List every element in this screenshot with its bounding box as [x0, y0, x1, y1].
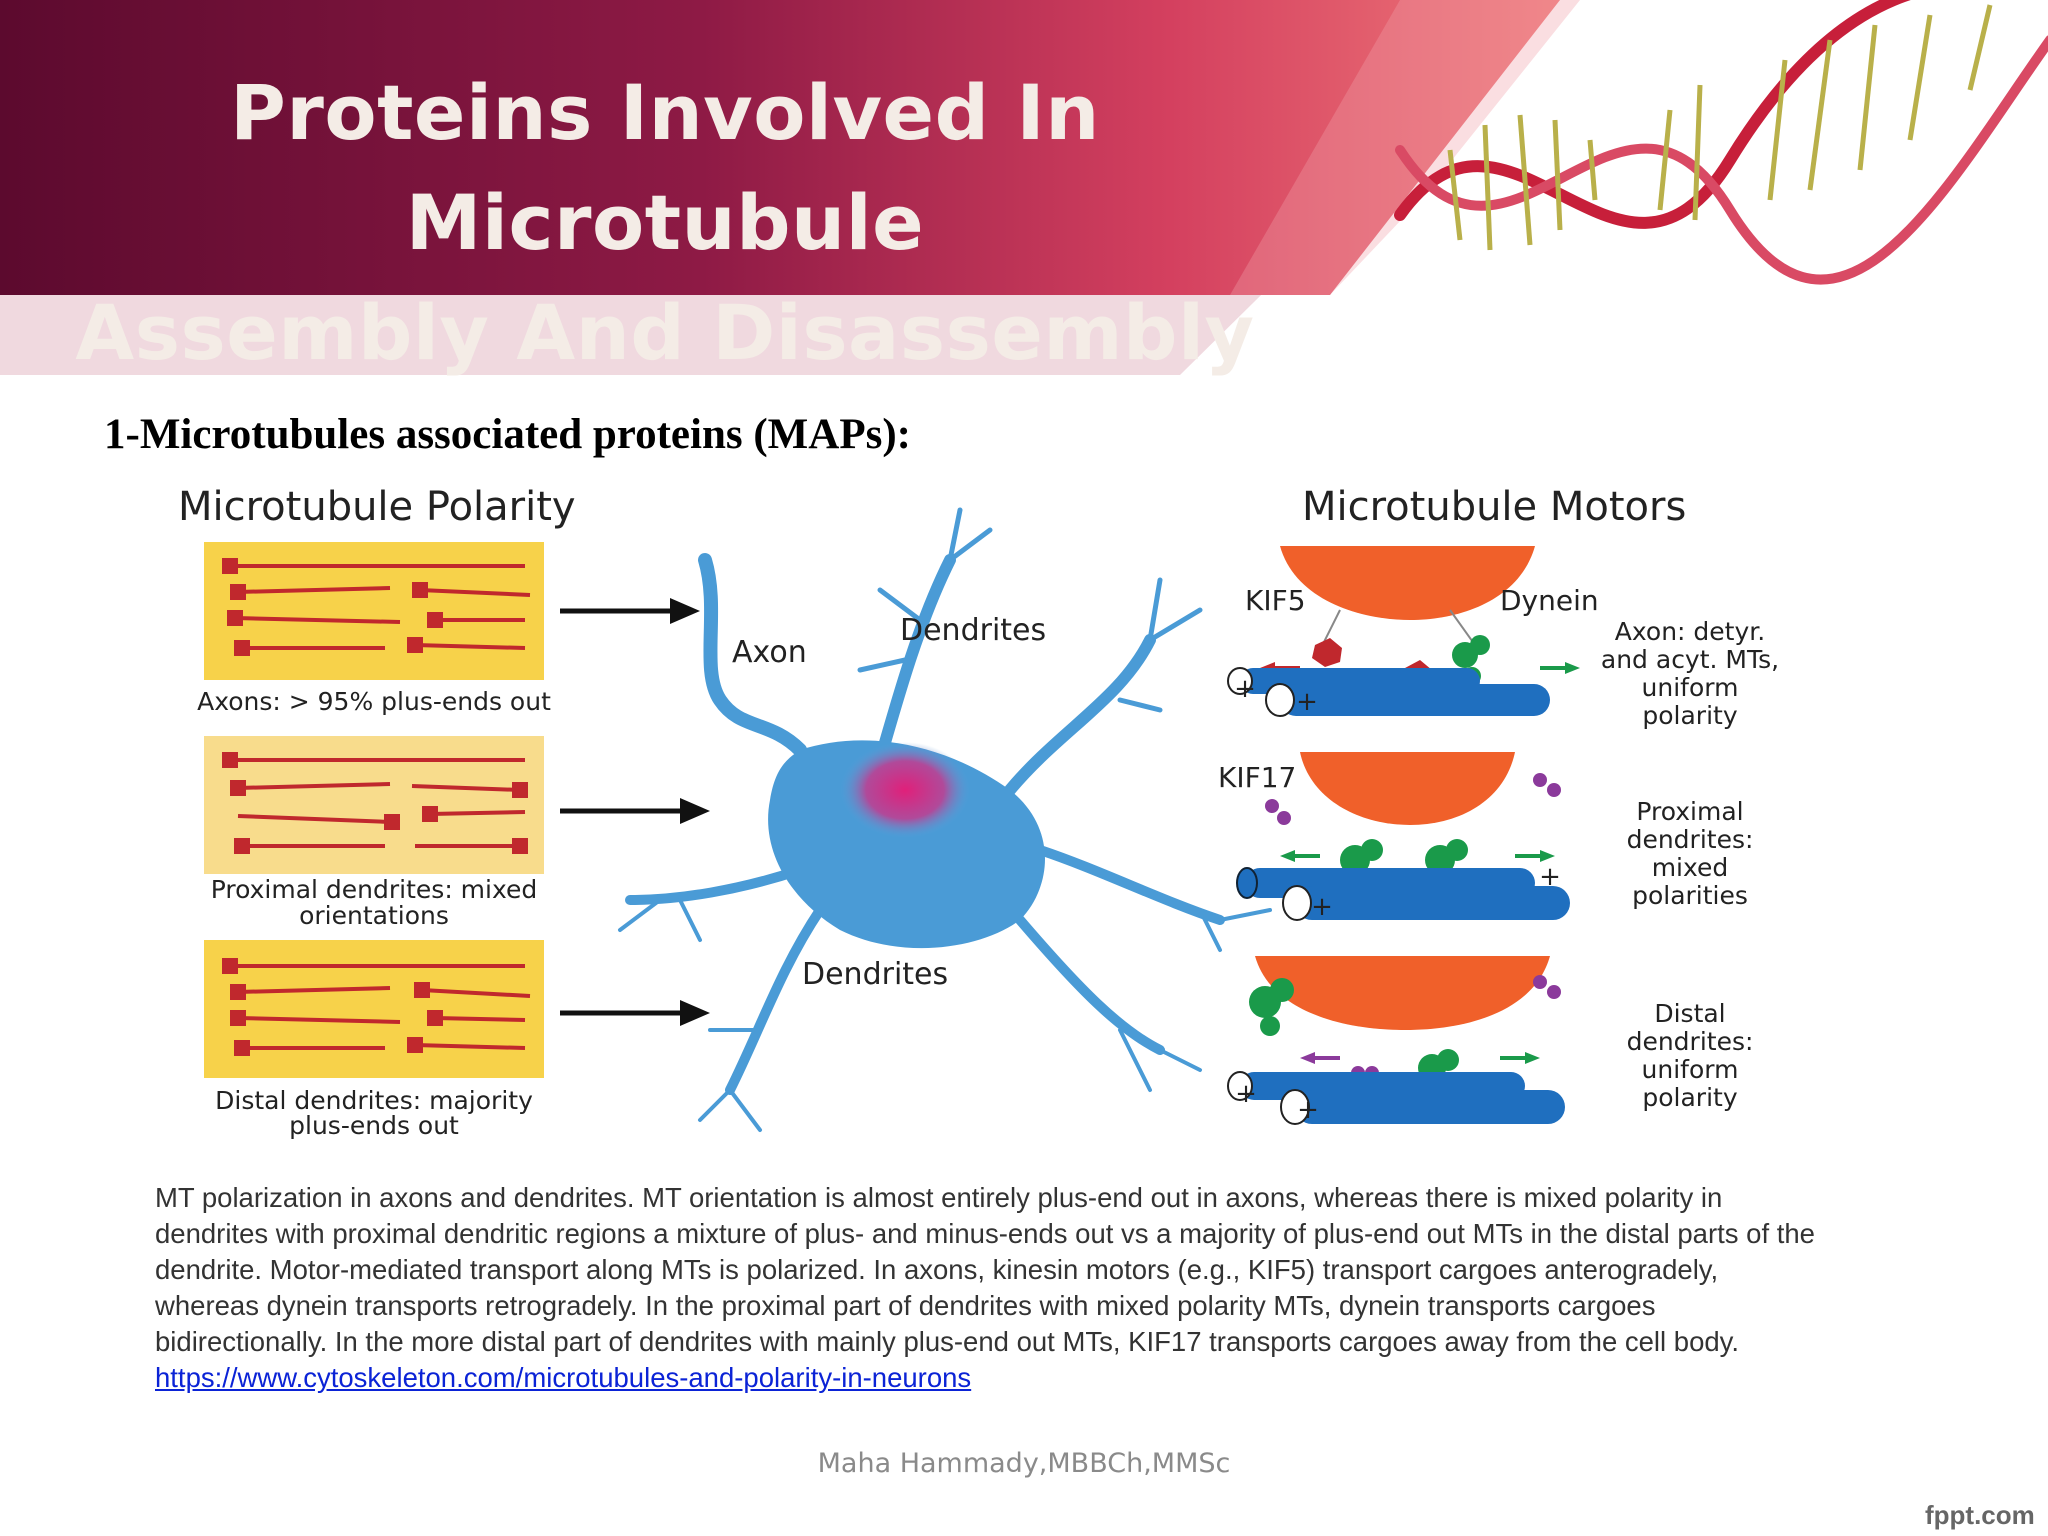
proximal-note-3: mixed	[1652, 853, 1729, 882]
plus-sign-1: +	[1234, 674, 1256, 704]
neuron-axon-label: Axon	[732, 635, 807, 670]
kif17-label: KIF17	[1218, 761, 1296, 794]
panel-axons	[204, 542, 544, 680]
motor-panel-proximal	[1236, 752, 1570, 921]
panel-proximal-label-2: orientations	[299, 901, 449, 930]
neuron-dendrites-bottom-label: Dendrites	[802, 957, 948, 992]
figure-caption: MT polarization in axons and dendrites. …	[155, 1180, 1825, 1396]
proximal-note-2: dendrites:	[1627, 825, 1754, 854]
neuron-dendrites-top-label: Dendrites	[900, 613, 1046, 648]
page-title: Proteins Involved In Microtubule Assembl…	[0, 58, 1330, 388]
polarity-title: Microtubule Polarity	[178, 484, 576, 530]
kif5-label: KIF5	[1245, 584, 1306, 617]
distal-note-1: Distal	[1654, 999, 1725, 1028]
neuron-polarity-figure: Microtubule Polarity Axons: > 95% plus-e…	[178, 484, 1779, 1140]
caption-text: MT polarization in axons and dendrites. …	[155, 1182, 1815, 1357]
dynein-label: Dynein	[1500, 584, 1599, 617]
distal-note-2: dendrites:	[1627, 1027, 1754, 1056]
motor-panel-distal	[1227, 956, 1565, 1125]
source-link[interactable]: https://www.cytoskeleton.com/microtubule…	[155, 1362, 972, 1393]
panel-distal-label-1: Distal dendrites: majority	[215, 1086, 533, 1115]
plus-sign-6: +	[1297, 1095, 1319, 1125]
panel-distal	[204, 940, 544, 1078]
section-heading: 1-Microtubules associated proteins (MAPs…	[104, 411, 911, 458]
distal-note-4: polarity	[1642, 1083, 1737, 1112]
plus-sign-4: +	[1539, 862, 1561, 892]
axon-note-4: polarity	[1642, 701, 1737, 730]
panel-proximal	[204, 736, 544, 874]
plus-sign-2: +	[1296, 687, 1318, 717]
panel-axons-label: Axons: > 95% plus-ends out	[197, 687, 551, 716]
neuron-graphic	[618, 507, 1272, 1132]
plus-sign-5: +	[1235, 1079, 1257, 1109]
arrow-right-icon	[560, 598, 710, 1026]
plus-sign-3: +	[1311, 892, 1333, 922]
dna-helix-graphic	[1394, 0, 2048, 285]
distal-note-3: uniform	[1642, 1055, 1739, 1084]
motors-title: Microtubule Motors	[1302, 484, 1686, 530]
axon-note-1: Axon: detyr.	[1615, 617, 1765, 646]
proximal-note-4: polarities	[1632, 881, 1748, 910]
axon-note-3: uniform	[1642, 673, 1739, 702]
motor-panel-axon	[1227, 546, 1580, 717]
panel-distal-label-2: plus-ends out	[289, 1111, 459, 1140]
title-line-1: Proteins Involved In Microtubule	[230, 68, 1100, 267]
author-footer: Maha Hammady,MBBCh,MMSc	[817, 1448, 1231, 1479]
axon-note-2: and acyt. MTs,	[1601, 645, 1779, 674]
panel-proximal-label-1: Proximal dendrites: mixed	[211, 875, 538, 904]
proximal-note-1: Proximal	[1636, 797, 1743, 826]
watermark: fppt.com	[1925, 1500, 2035, 1530]
title-line-2: Assembly And Disassembly	[75, 288, 1255, 377]
header-banner	[0, 0, 2048, 375]
